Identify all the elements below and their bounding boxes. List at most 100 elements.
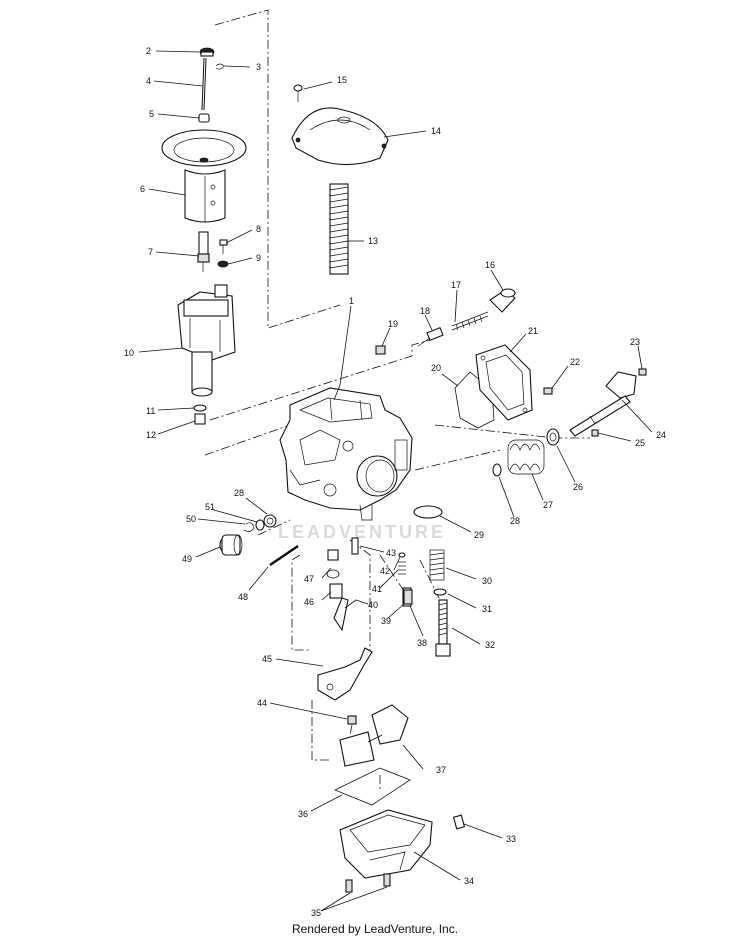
callout-44: 44 xyxy=(257,698,267,708)
callout-51: 51 xyxy=(205,502,215,512)
part-42-washer xyxy=(398,552,406,558)
callout-49: 49 xyxy=(182,554,192,564)
callout-27: 27 xyxy=(543,500,553,510)
part-2-nut xyxy=(199,47,215,57)
rendered-by-credit: Rendered by LeadVenture, Inc. xyxy=(291,922,459,936)
part-46-o-ring xyxy=(326,569,340,579)
part-43-pilot-jet xyxy=(351,537,359,555)
part-30-spring xyxy=(429,549,445,581)
part-5-spacer xyxy=(198,113,210,123)
part-35-screws xyxy=(345,873,391,893)
part-21-accelerator-cover xyxy=(475,344,533,421)
callout-4: 4 xyxy=(146,76,151,86)
part-9-nut xyxy=(217,260,229,268)
callout-28b: 28 xyxy=(510,516,520,526)
callout-30: 30 xyxy=(482,576,492,586)
callout-8: 8 xyxy=(256,224,261,234)
part-40-needle xyxy=(333,597,349,632)
part-31-washer xyxy=(433,588,447,596)
callout-2: 2 xyxy=(146,46,151,56)
callout-43: 43 xyxy=(386,548,396,558)
callout-26: 26 xyxy=(573,482,583,492)
callout-23: 23 xyxy=(630,337,640,347)
part-44-screw xyxy=(347,715,357,725)
leader-lines xyxy=(138,50,653,912)
callout-47: 47 xyxy=(304,574,314,584)
part-29-throttle-disc xyxy=(413,505,443,519)
callout-10: 10 xyxy=(124,348,134,358)
callout-45: 45 xyxy=(262,654,272,664)
part-20-o-ring-gasket xyxy=(454,371,495,429)
part-47-nozzle xyxy=(327,549,339,561)
callout-1: 1 xyxy=(349,296,354,306)
callout-36: 36 xyxy=(298,809,308,819)
callout-31: 31 xyxy=(482,604,492,614)
part-1-carburetor-body xyxy=(279,387,413,521)
callout-11: 11 xyxy=(146,406,155,416)
callout-33: 33 xyxy=(506,834,516,844)
part-25-screw xyxy=(591,429,599,437)
callout-42: 42 xyxy=(380,566,390,576)
callout-5: 5 xyxy=(149,109,154,119)
part-13-spring xyxy=(329,183,349,275)
assembly-guide-lines xyxy=(204,9,590,790)
callout-21: 21 xyxy=(528,326,538,336)
callout-3: 3 xyxy=(256,62,261,72)
part-27-return-spring xyxy=(507,439,545,475)
callout-16: 16 xyxy=(485,260,495,270)
part-49-plunger-cap xyxy=(219,534,243,556)
part-41-spring xyxy=(398,561,406,575)
callout-37: 37 xyxy=(436,765,446,775)
part-45-bracket xyxy=(317,647,373,701)
part-11-washer xyxy=(193,404,207,412)
part-17-spring xyxy=(451,311,489,331)
watermark: LEADVENTURE xyxy=(278,522,446,542)
callout-28a: 28 xyxy=(234,488,244,498)
callout-48: 48 xyxy=(238,592,248,602)
part-16-cap xyxy=(489,288,516,313)
callout-34: 34 xyxy=(464,876,474,886)
part-33-drain-screw xyxy=(452,814,466,830)
callout-14: 14 xyxy=(431,126,441,136)
part-36-float-bowl-gasket xyxy=(334,767,411,806)
callout-40: 40 xyxy=(368,600,378,610)
callout-41: 41 xyxy=(372,584,382,594)
part-38-main-jet xyxy=(403,589,413,605)
part-6-diaphragm-piston xyxy=(161,129,247,223)
part-22-screw xyxy=(543,387,553,395)
part-4-jet-needle xyxy=(201,57,207,111)
callout-38: 38 xyxy=(417,638,427,648)
part-48-rod xyxy=(269,544,299,567)
callout-13: 13 xyxy=(368,236,378,246)
part-14-top-cover xyxy=(291,107,389,166)
part-28-washer-right xyxy=(492,463,502,477)
part-37-float xyxy=(339,704,409,767)
callout-35: 35 xyxy=(311,908,321,918)
callout-7: 7 xyxy=(148,247,153,257)
callout-25: 25 xyxy=(635,438,645,448)
callout-9: 9 xyxy=(256,253,261,263)
part-12-jet xyxy=(194,413,206,425)
callout-18: 18 xyxy=(420,306,430,316)
callout-22: 22 xyxy=(570,357,580,367)
part-50-clip xyxy=(243,522,255,532)
part-8-screw xyxy=(219,239,228,254)
part-46-float-valve xyxy=(329,583,343,599)
part-7-needle-valve xyxy=(197,231,210,272)
part-51-washer xyxy=(255,519,265,531)
callout-19: 19 xyxy=(388,319,398,329)
part-10-slide-holder xyxy=(177,284,236,397)
callout-labels: 2 3 4 5 6 7 8 9 10 11 12 15 14 13 1 19 1… xyxy=(124,46,666,918)
part-18-plunger xyxy=(417,326,444,347)
part-26-bushing xyxy=(546,428,560,446)
callout-32: 32 xyxy=(485,640,495,650)
part-32-throttle-stop-screw xyxy=(435,599,451,657)
callout-15: 15 xyxy=(337,75,347,85)
part-34-float-bowl xyxy=(339,809,433,879)
callout-17: 17 xyxy=(451,280,461,290)
part-19-plug xyxy=(375,345,386,355)
callout-24: 24 xyxy=(656,430,666,440)
part-28-washer-left xyxy=(263,514,277,528)
callout-20: 20 xyxy=(431,363,441,373)
